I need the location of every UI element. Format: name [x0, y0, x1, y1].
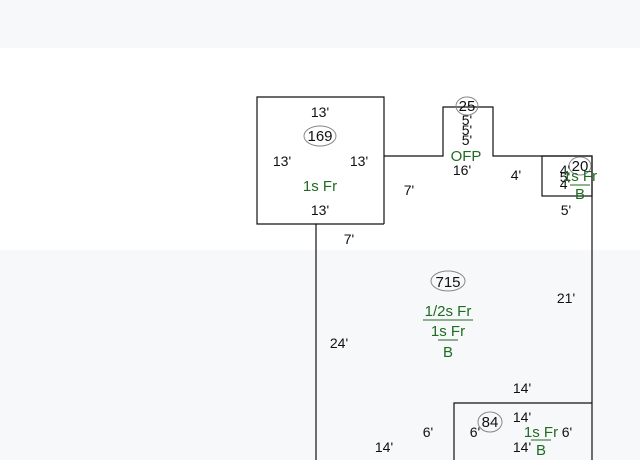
area-circle-20 [568, 156, 592, 176]
header-band [0, 0, 640, 48]
section-20-box [541, 155, 593, 197]
dim-16: 16' [453, 162, 471, 178]
sec169-dim-left: 13' [273, 153, 291, 169]
dim-14b: 14' [375, 439, 393, 455]
sec84-dim-right: 6' [562, 424, 572, 440]
sec20-area: 20 [572, 158, 589, 175]
sec715-line1: 1/2s Fr [425, 303, 472, 320]
sec84-area: 84 [482, 414, 499, 431]
sec169-dim-bottom: 13' [311, 202, 329, 218]
sec169-label: 1s Fr [303, 178, 337, 195]
sec25-dim-a: 5' [462, 112, 472, 128]
sec84-sub: B [536, 442, 546, 459]
sec169-area: 169 [307, 128, 332, 145]
dim-4: 4' [511, 167, 521, 183]
sec169-dim-top: 13' [311, 104, 329, 120]
lower-band [0, 250, 640, 460]
dim-7b: 7' [344, 231, 354, 247]
sec25-label: OFP [451, 148, 482, 165]
dim-6: 6' [423, 424, 433, 440]
main-outline [256, 96, 593, 460]
sec715-line3: B [443, 344, 453, 361]
sec20-sub: B [575, 186, 585, 203]
sec715-area: 715 [435, 274, 460, 291]
sec169-dim-right: 13' [350, 153, 368, 169]
sec25-area: 25 [459, 98, 476, 115]
sec25-dim-b: 5' [462, 122, 472, 138]
sec20-dim-a: 4' [560, 162, 570, 178]
dim-5: 5' [561, 202, 571, 218]
dim-14a: 14' [513, 380, 531, 396]
sec84-label: 1s Fr [524, 424, 558, 441]
sec715-line2: 1s Fr [431, 323, 465, 340]
area-circle-25 [455, 96, 479, 116]
sec84-dim-left: 6' [470, 424, 480, 440]
area-circle-84 [477, 411, 503, 433]
sec20-label: 1s Fr [563, 168, 597, 185]
dim-21: 21' [557, 290, 575, 306]
sec84-dim-bottom: 14' [513, 439, 531, 455]
sec20-dim-c: 4' [560, 176, 570, 192]
sec84-dim-top: 14' [513, 409, 531, 425]
area-circle-169 [303, 125, 337, 147]
sec25-dim-c: 5' [462, 132, 472, 148]
sec20-dim-b: 5' [560, 169, 570, 185]
area-circle-715 [430, 270, 466, 292]
dim-7a: 7' [404, 182, 414, 198]
dim-24: 24' [330, 335, 348, 351]
section-84-box [453, 402, 592, 460]
